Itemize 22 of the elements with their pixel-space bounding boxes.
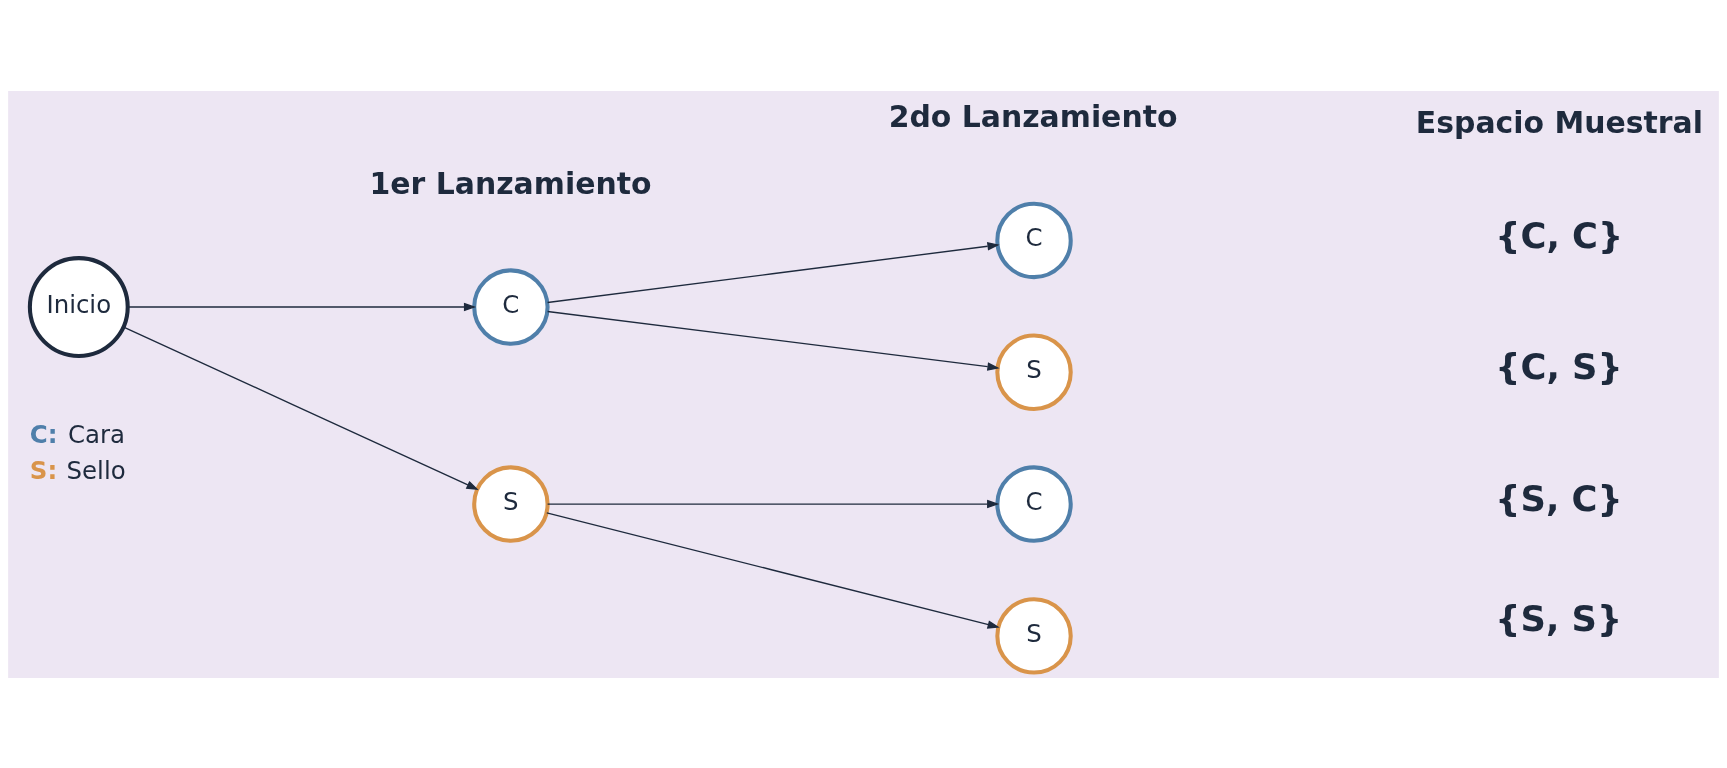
node-circle: S <box>995 596 1073 675</box>
label: {S, C} <box>1495 477 1623 519</box>
arrow <box>546 511 1000 629</box>
node-circle: S <box>995 333 1073 411</box>
arrow <box>127 302 477 311</box>
label: {C, C} <box>1495 214 1624 256</box>
node-circle: C <box>472 267 550 346</box>
node-circle: Inicio <box>27 255 130 358</box>
label: Espacio Muestral <box>1415 104 1703 140</box>
label: 2do Lanzamiento <box>888 98 1178 134</box>
legend-label: C: Cara <box>29 419 125 449</box>
node-circle: C <box>995 201 1073 279</box>
node-circle: C <box>995 464 1073 543</box>
label: {C, S} <box>1495 345 1623 387</box>
node-circle: S <box>472 464 550 543</box>
label: 1er Lanzamiento <box>369 165 652 201</box>
arrow <box>546 241 1000 303</box>
arrow <box>123 325 479 490</box>
label: {S, S} <box>1495 597 1623 639</box>
arrow <box>546 499 1000 508</box>
legend-label: S: Sello <box>29 455 126 485</box>
arrow <box>546 310 1000 371</box>
